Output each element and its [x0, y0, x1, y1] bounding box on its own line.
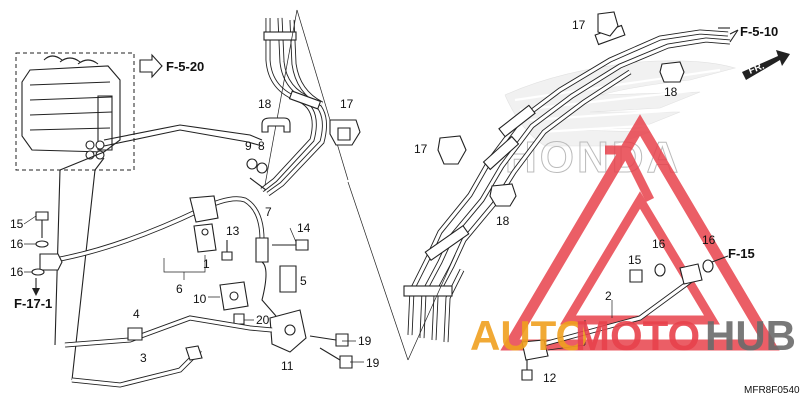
front-direction-arrow: FR.	[742, 50, 790, 80]
washer-16-left-upper[interactable]	[35, 240, 49, 248]
callout-16-right-inner: 16	[652, 237, 666, 251]
reference-f-5-20[interactable]: F-5-20	[166, 59, 204, 74]
callout-16-right-outer: 16	[702, 233, 716, 247]
bolt-15-left[interactable]	[35, 211, 49, 238]
diagram-code: MFR8F0540	[744, 385, 800, 396]
reference-f-15[interactable]: F-15	[728, 246, 755, 261]
callout-4: 4	[133, 307, 140, 321]
bolt-20[interactable]	[233, 313, 245, 325]
callout-7: 7	[265, 205, 272, 219]
callout-5: 5	[300, 274, 307, 288]
callout-9: 9	[245, 139, 252, 153]
watermark-moto: MOTO	[575, 312, 700, 359]
brake-hose-6[interactable]	[39, 195, 269, 271]
watermark-text: AUTO MOTO HUB	[470, 312, 796, 359]
reference-f-5-10[interactable]: F-5-10	[740, 24, 778, 39]
callout-10: 10	[193, 292, 207, 306]
watermark-auto: AUTO	[470, 312, 588, 359]
callout-18-mid-right: 18	[496, 214, 510, 228]
watermark-hub: HUB	[705, 312, 796, 359]
pipe-clip-18-upper[interactable]	[261, 117, 291, 133]
callout-8: 8	[258, 139, 265, 153]
bolt-19-lower[interactable]	[319, 347, 353, 369]
reference-arrow-icon	[139, 53, 163, 79]
bolt-15-right[interactable]	[629, 269, 643, 283]
clamp-1[interactable]	[193, 223, 217, 253]
pipe-clip-18-mid-right[interactable]	[489, 183, 517, 207]
callout-13: 13	[226, 224, 240, 238]
washer-16-right-outer[interactable]	[702, 259, 714, 273]
pipe-clamp-17-upper[interactable]	[329, 119, 361, 146]
pipe-clamp-17-mid-right[interactable]	[437, 135, 467, 165]
washer-16-left-lower[interactable]	[31, 268, 45, 276]
bolt-19-upper[interactable]	[309, 333, 349, 347]
callout-16-left-lower: 16	[10, 265, 24, 279]
brake-pipe-3[interactable]	[71, 345, 203, 388]
callout-1: 1	[203, 257, 210, 271]
bolt-13[interactable]	[221, 240, 233, 261]
callout-20: 20	[256, 313, 270, 327]
reference-f-17-1[interactable]: F-17-1	[14, 296, 52, 311]
callout-19-upper: 19	[358, 334, 372, 348]
abs-modulator[interactable]	[21, 55, 121, 160]
pipe-clamp-17-top-right[interactable]	[597, 11, 619, 37]
callout-12: 12	[543, 371, 557, 385]
callout-11: 11	[281, 359, 294, 373]
pipe-clip-18-top-right[interactable]	[659, 61, 685, 83]
brake-pipe-4[interactable]	[64, 315, 273, 348]
bracket-10[interactable]	[219, 281, 249, 311]
callout-3: 3	[140, 351, 147, 365]
pipe-joint-9-8[interactable]	[246, 158, 268, 191]
pipe-fitting-5[interactable]	[261, 261, 297, 317]
callout-14: 14	[297, 221, 311, 235]
callout-17-mid-right: 17	[414, 142, 428, 156]
callout-19-lower: 19	[366, 356, 380, 370]
callout-16-left-upper: 16	[10, 237, 24, 251]
callout-18-upper: 18	[258, 97, 272, 111]
bolt-12[interactable]	[521, 360, 533, 381]
brake-pipe-bundle-upper[interactable]	[260, 17, 327, 197]
callout-15-right: 15	[628, 253, 642, 267]
callout-15-left: 15	[10, 217, 24, 231]
three-way-joint-11[interactable]	[269, 309, 307, 353]
abs-modulator-box	[15, 52, 135, 171]
callout-18-top-right: 18	[664, 85, 678, 99]
callout-17-upper: 17	[340, 97, 354, 111]
callout-6: 6	[176, 282, 183, 296]
washer-16-right-inner[interactable]	[654, 263, 666, 277]
brake-hose-2[interactable]	[521, 263, 703, 361]
callout-2: 2	[605, 289, 612, 303]
callout-17-top-right: 17	[572, 18, 586, 32]
bolt-14[interactable]	[272, 239, 309, 251]
